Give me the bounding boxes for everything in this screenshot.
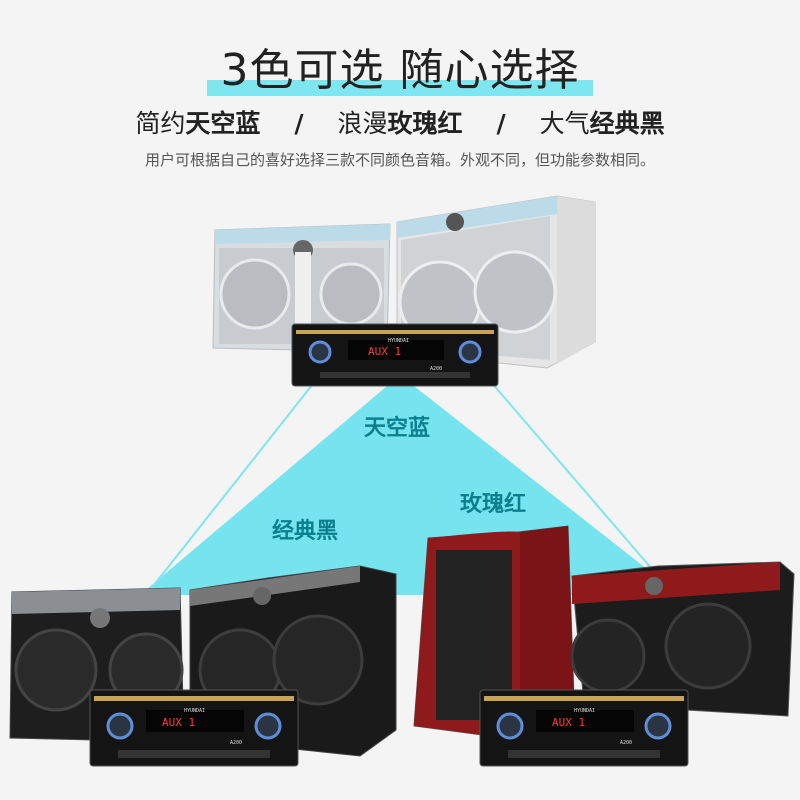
- amp-display-black: AUX 1: [162, 716, 195, 729]
- description-text: 用户可根据自己的喜好选择三款不同颜色音箱。外观不同，但功能参数相同。: [144, 151, 655, 169]
- subtitle-color-red: 玫瑰红: [387, 109, 463, 138]
- subtitle-separator: /: [496, 109, 506, 138]
- amplifier-blue: AUX 1 HYUNDAI A200: [291, 323, 499, 387]
- red-speaker-right: [570, 561, 795, 717]
- amplifier-black: AUX 1 HYUNDAI A200: [89, 689, 299, 767]
- subtitle-separator: /: [294, 109, 304, 138]
- amp-model-blue: A200: [430, 366, 442, 372]
- amp-display-blue: AUX 1: [368, 345, 401, 358]
- color-options-subtitle: 简约天空蓝 / 浪漫玫瑰红 / 大气经典黑: [0, 104, 800, 140]
- amplifier-red: AUX 1 HYUNDAI A200: [479, 689, 689, 767]
- subtitle-prefix-red: 浪漫: [337, 109, 388, 138]
- subtitle-prefix-black: 大气: [539, 109, 590, 138]
- subtitle-color-blue: 天空蓝: [185, 109, 261, 138]
- label-classic-black: 经典黑: [272, 519, 339, 544]
- amp-display-red: AUX 1: [552, 716, 585, 729]
- subtitle-prefix-blue: 简约: [135, 109, 186, 138]
- label-sky-blue: 天空蓝: [364, 416, 431, 441]
- subtitle-color-black: 经典黑: [589, 109, 665, 138]
- red-speaker-set: [413, 525, 795, 741]
- amp-brand-blue: HYUNDAI: [388, 338, 409, 344]
- page-title: 3色可选 随心选择: [206, 34, 594, 98]
- label-rose-red: 玫瑰红: [460, 492, 527, 517]
- amp-brand-red: HYUNDAI: [574, 708, 595, 714]
- red-speaker-left: [413, 525, 575, 741]
- amp-model-black: A200: [230, 740, 242, 746]
- amp-brand-black: HYUNDAI: [184, 708, 205, 714]
- amp-model-red: A200: [620, 740, 632, 746]
